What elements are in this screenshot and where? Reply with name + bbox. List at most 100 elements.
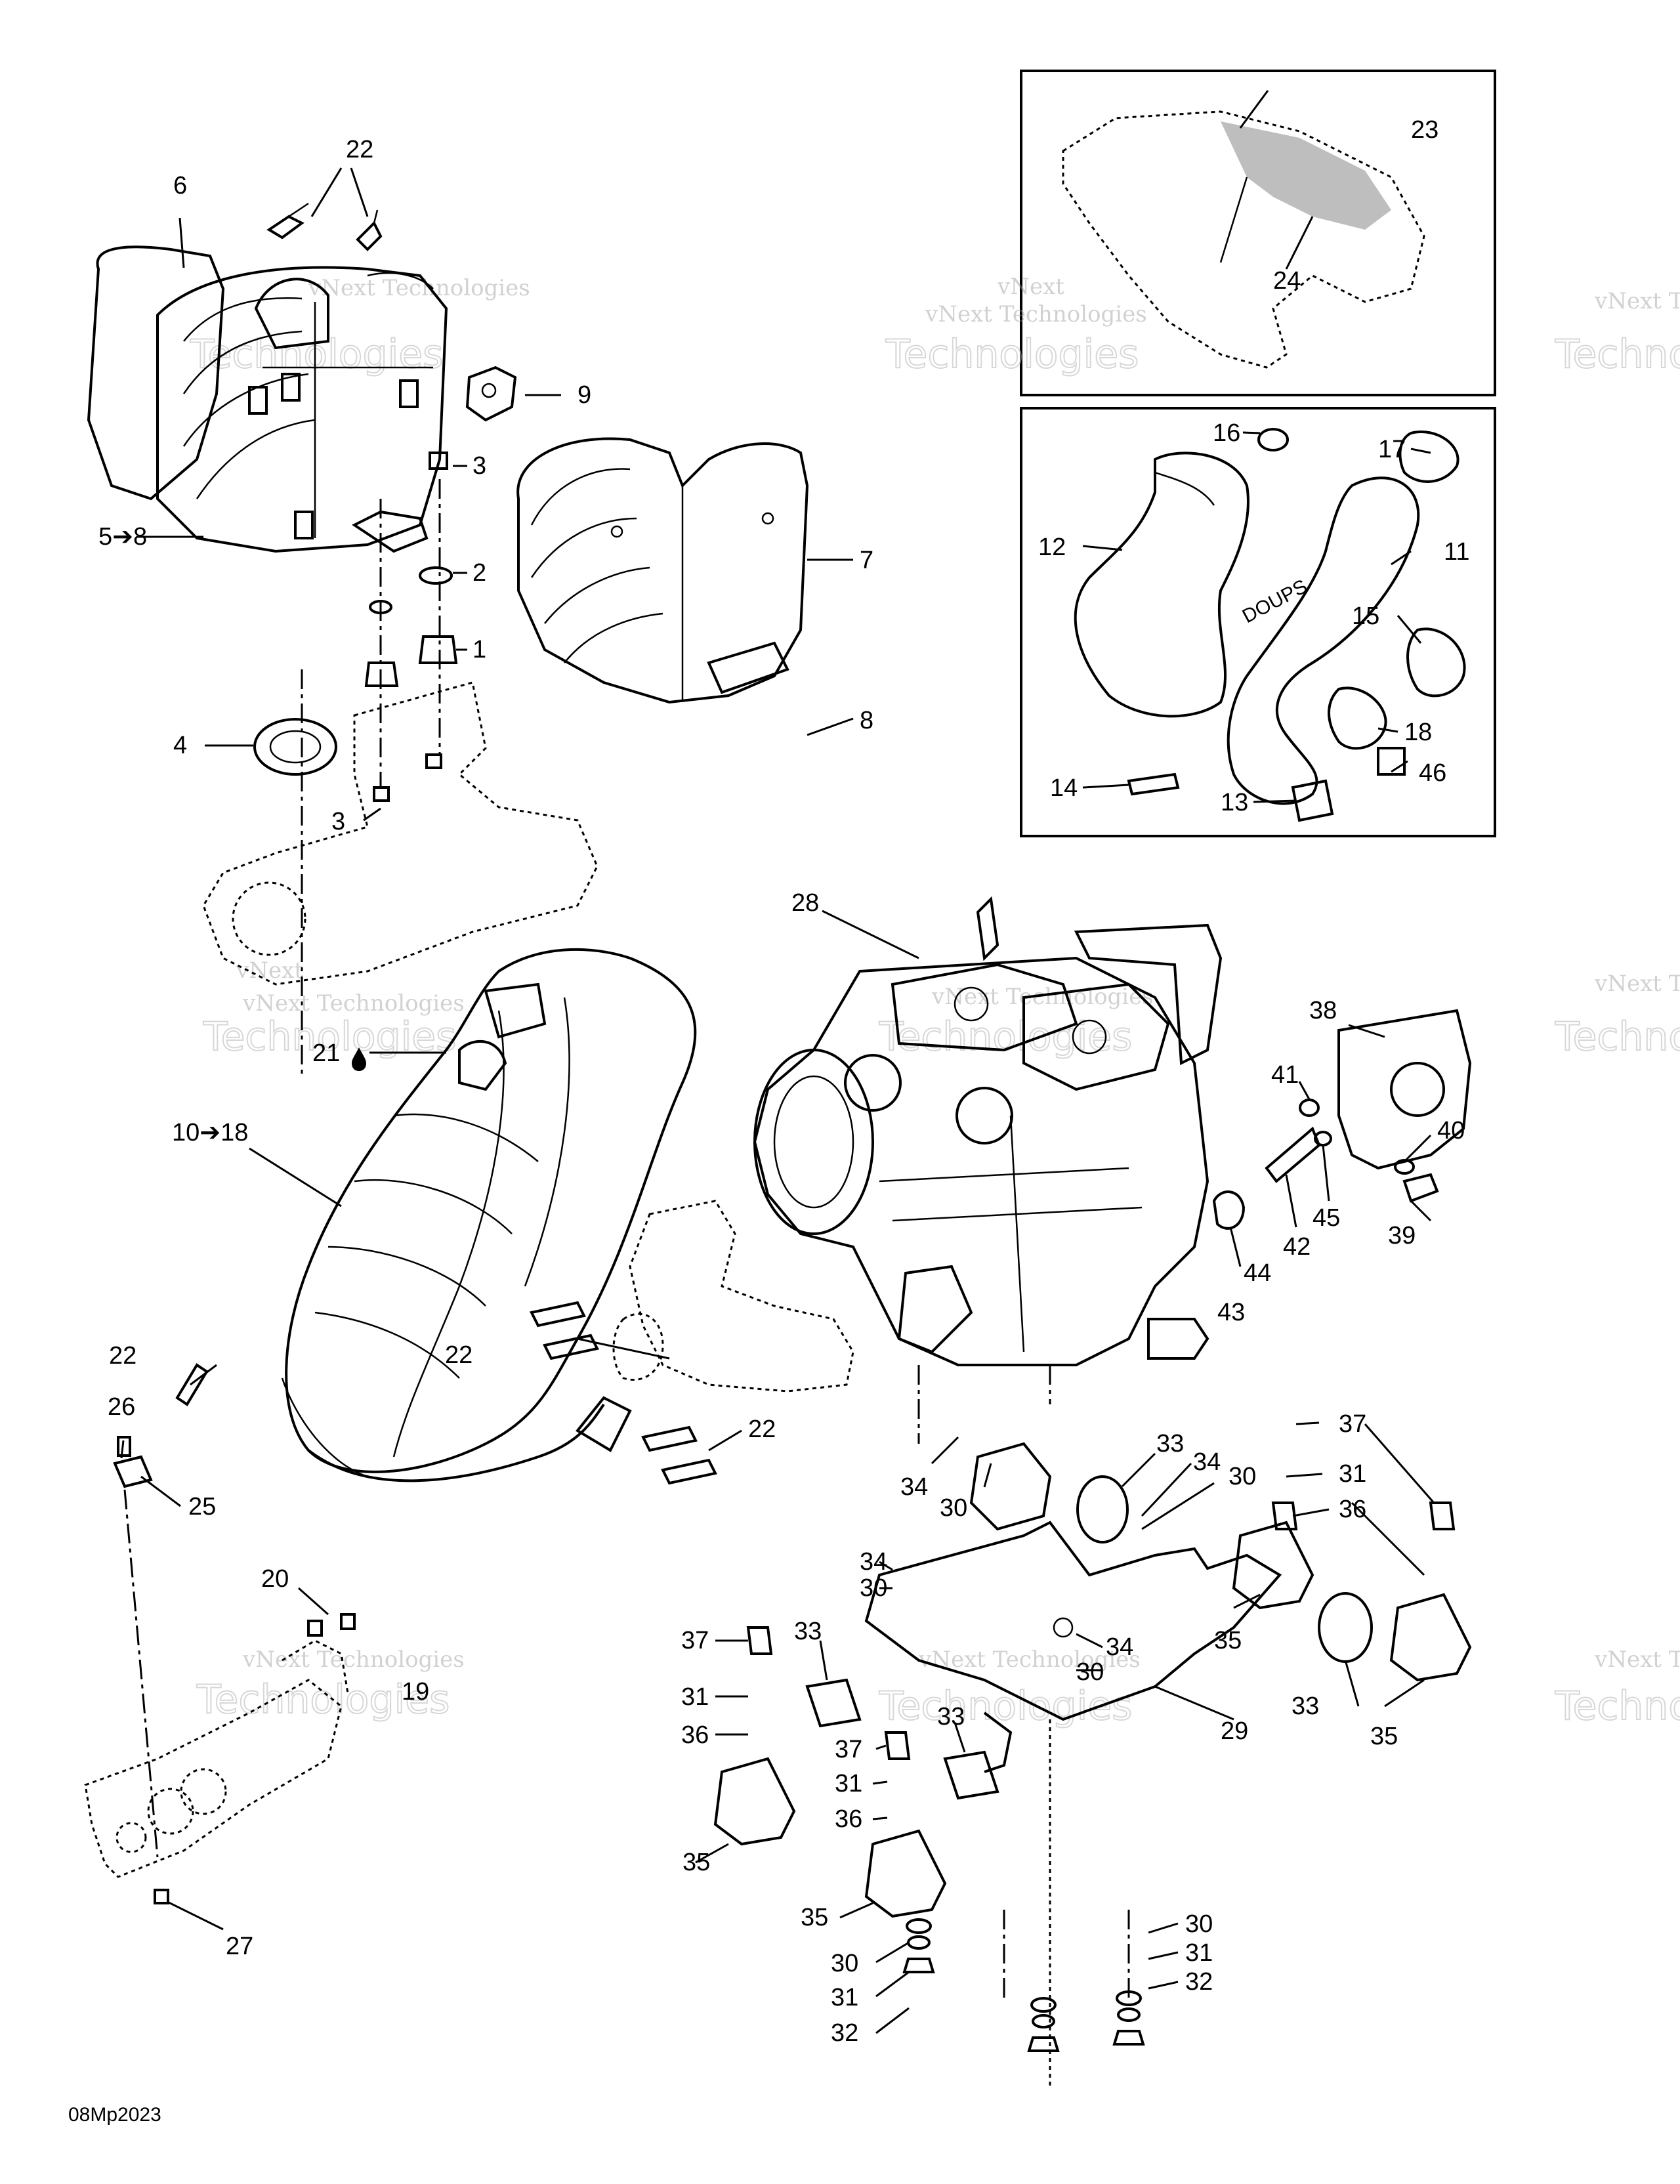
- callout-36: 36: [1339, 1496, 1366, 1523]
- silencer-cover: [516, 437, 809, 704]
- callout-35: 35: [801, 1904, 828, 1931]
- callout-41: 41: [1271, 1061, 1299, 1089]
- springs-top: [266, 202, 383, 251]
- rubber-ring-4-inner: [269, 730, 322, 764]
- callout-8: 8: [860, 707, 873, 734]
- callout-25: 25: [188, 1493, 216, 1521]
- callout-38: 38: [1309, 997, 1337, 1024]
- callout-42: 42: [1283, 1233, 1311, 1261]
- left-bracket-hardware: [113, 1363, 209, 1858]
- engine-mount-plate: [713, 1442, 1472, 2087]
- callout-30: 30: [831, 1950, 858, 1977]
- callout-6: 6: [173, 172, 187, 200]
- callout-37: 37: [1339, 1410, 1366, 1438]
- callout-10-18: 10➔18: [172, 1119, 248, 1146]
- mount-hardware-upper: [301, 452, 458, 1076]
- callout-33: 33: [1292, 1692, 1319, 1720]
- watermark-text: vNext Technologies: [242, 990, 465, 1017]
- callout-34: 34: [900, 1473, 928, 1501]
- callout-28: 28: [791, 889, 819, 917]
- callout-21: 21: [312, 1040, 340, 1067]
- callout-35: 35: [1370, 1723, 1398, 1750]
- callout-26: 26: [108, 1393, 135, 1421]
- callout-31: 31: [681, 1683, 709, 1711]
- callout-17: 17: [1378, 436, 1406, 463]
- callout-37: 37: [681, 1627, 709, 1654]
- callout-22: 22: [748, 1416, 776, 1443]
- callout-32: 32: [1185, 1968, 1213, 1996]
- callout-12: 12: [1038, 534, 1066, 561]
- exhaust-manifold: [612, 1200, 854, 1393]
- callout-22: 22: [346, 136, 373, 163]
- drawing-reference-code: 08Mp2023: [68, 2104, 161, 2126]
- watermark-text: Technologies: [190, 331, 443, 377]
- callout-9: 9: [578, 381, 591, 409]
- grommet-9: [465, 366, 517, 422]
- callout-3: 3: [472, 452, 486, 480]
- callout-35: 35: [682, 1849, 710, 1876]
- callout-35: 35: [1214, 1627, 1242, 1654]
- watermark-text: vNext Technologies: [1594, 971, 1680, 997]
- callout-32: 32: [831, 2019, 858, 2047]
- watermark-text: vNext Technologies: [931, 984, 1154, 1010]
- callout-7: 7: [860, 547, 873, 574]
- airbox-silencer: [87, 245, 448, 553]
- inset-frame-belly-pan: [1020, 70, 1496, 396]
- mesh-panel-23: [1221, 121, 1391, 230]
- inset-belly-pan: [1062, 110, 1425, 369]
- callout-44: 44: [1244, 1259, 1271, 1287]
- watermark-text: vNext Technologies: [918, 1647, 1141, 1673]
- callout-34: 34: [1193, 1448, 1221, 1476]
- callout-30: 30: [860, 1574, 887, 1602]
- watermark-text: Technologies: [885, 331, 1139, 377]
- callout-18: 18: [1404, 719, 1432, 746]
- callout-30: 30: [1076, 1658, 1104, 1686]
- callout-20: 20: [261, 1565, 289, 1593]
- callout-4: 4: [173, 732, 187, 759]
- springs-middle: [530, 1301, 717, 1485]
- callout-39: 39: [1388, 1222, 1416, 1250]
- callout-46: 46: [1419, 759, 1446, 787]
- callout-24: 24: [1273, 267, 1301, 295]
- callout-45: 45: [1312, 1204, 1340, 1232]
- callout-13: 13: [1221, 789, 1248, 816]
- callout-2: 2: [472, 559, 486, 587]
- callout-37: 37: [835, 1736, 862, 1763]
- watermark-text: Technologies: [1555, 1014, 1680, 1060]
- callout-40: 40: [1437, 1117, 1465, 1144]
- inset-frame-tuned-pipe: [1020, 407, 1496, 837]
- callout-27: 27: [226, 1933, 253, 1960]
- callout-43: 43: [1217, 1299, 1245, 1326]
- watermark-text: vNext Technologies: [1594, 1647, 1680, 1673]
- callout-33: 33: [794, 1618, 822, 1645]
- callout-23: 23: [1411, 116, 1438, 144]
- callout-22: 22: [445, 1341, 472, 1369]
- watermark-text: Technologies: [1555, 331, 1680, 377]
- callout-30: 30: [1228, 1463, 1256, 1490]
- callout-15: 15: [1352, 602, 1379, 630]
- leader-lines: [120, 90, 1435, 2034]
- callout-31: 31: [1339, 1460, 1366, 1488]
- callout-33: 33: [1156, 1430, 1184, 1458]
- callout-31: 31: [1185, 1939, 1213, 1967]
- callout-labels: 6 22 9 3 2 1 4 3 5➔8 7 8 21 10➔18 23 24 …: [68, 116, 1469, 2126]
- heat-shield-plate: [202, 681, 598, 986]
- washer-nut-stacks: [902, 1918, 1145, 2052]
- callout-22: 22: [109, 1342, 136, 1370]
- watermark-text: vNext: [997, 274, 1064, 300]
- callout-34: 34: [860, 1548, 887, 1576]
- watermark-text: Technologies: [1555, 1683, 1680, 1729]
- oil-drop-icon: [352, 1047, 366, 1071]
- watermark-text: vNext Technologies: [1594, 288, 1680, 314]
- callout-5-8: 5➔8: [98, 523, 147, 551]
- watermark-text: vNext Technologies: [925, 301, 1147, 327]
- lower-left-bracket: [84, 1613, 356, 1904]
- callout-19: 19: [402, 1678, 429, 1706]
- rubber-ring-4: [253, 718, 337, 776]
- tuned-pipe-assembly: [281, 948, 697, 1482]
- engine-assembly: [753, 896, 1223, 1444]
- callout-30: 30: [1185, 1910, 1213, 1938]
- watermark-text: vNext Technologies: [242, 1647, 465, 1673]
